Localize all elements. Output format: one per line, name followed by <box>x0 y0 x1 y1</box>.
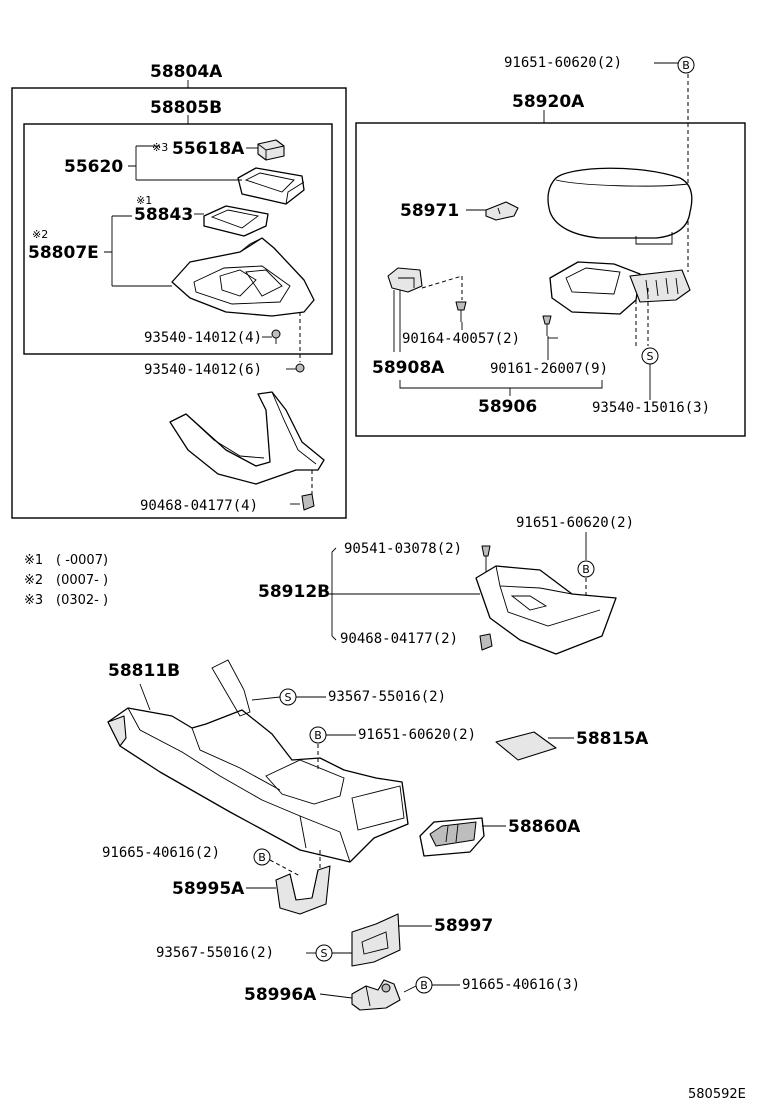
note-3-mark: ※3 <box>24 593 43 608</box>
label-91665-40616-2: 91665-40616(2) <box>102 845 220 861</box>
part-58811B <box>107 659 409 863</box>
diagram-code: 580592E <box>688 1087 746 1102</box>
label-91665-40616-3: 91665-40616(3) <box>462 977 580 993</box>
bolt-mark-b2-text: B <box>582 563 590 576</box>
bolt-mark-b-text: B <box>682 59 690 72</box>
part-58807E <box>171 237 315 317</box>
label-93540-14012-4: 93540-14012(4) <box>144 330 262 346</box>
bolt-mark-b2 <box>577 560 595 578</box>
label-93540-15016-3: 93540-15016(3) <box>592 400 710 416</box>
assembly-box-58804A <box>11 87 347 519</box>
clip-90541-03078 <box>481 545 491 572</box>
assembly-box-58920A <box>355 122 746 437</box>
label-55620: 55620 <box>64 157 123 177</box>
bolt-mark-b5-text: B <box>420 979 428 992</box>
bolt-mark-b4-text: B <box>258 851 266 864</box>
leader-58811B <box>139 683 151 711</box>
label-90468-04177-2: 90468-04177(2) <box>340 631 458 647</box>
note-1-text: ( -0007) <box>56 553 108 568</box>
label-91651-60620-2-c: 91651-60620(2) <box>358 727 476 743</box>
part-trim-panel <box>169 391 325 485</box>
part-58843 <box>203 205 269 237</box>
label-90541-03078-2: 90541-03078(2) <box>344 541 462 557</box>
part-armrest-base <box>549 261 691 315</box>
label-58912B: 58912B <box>258 582 330 602</box>
label-93567-55016-2-b: 93567-55016(2) <box>156 945 274 961</box>
clip-90468-04177-4 <box>301 470 315 511</box>
note-mark-1: ※1 <box>136 194 152 207</box>
screw-mark-s-top-text: S <box>647 350 654 363</box>
bracket-58906 <box>399 380 603 396</box>
leader-55620 <box>128 145 242 181</box>
label-58805B: 58805B <box>150 98 222 118</box>
dashed-latch <box>421 275 463 289</box>
label-58996A: 58996A <box>244 985 317 1005</box>
part-armrest-lid <box>547 167 693 245</box>
label-55618A: 55618A <box>172 139 245 159</box>
screw-mark-s2-text: S <box>285 691 292 704</box>
screw-mark-s3-text: S <box>321 947 328 960</box>
label-58995A: 58995A <box>172 879 245 899</box>
label-58807E: 58807E <box>28 243 99 263</box>
label-90164-40057-2: 90164-40057(2) <box>402 331 520 347</box>
note-1-mark: ※1 <box>24 553 43 568</box>
note-3-text: (0302- ) <box>56 593 108 608</box>
part-58997 <box>351 913 401 967</box>
label-58920A: 58920A <box>512 92 585 112</box>
leader-s2 <box>251 696 281 701</box>
label-58815A: 58815A <box>576 729 649 749</box>
note-mark-3: ※3 <box>152 141 168 154</box>
label-58997: 58997 <box>434 916 493 936</box>
part-58815A <box>495 731 557 761</box>
clip-90468-04177-2 <box>479 633 493 651</box>
screw-93540-14012-6 <box>286 363 305 373</box>
part-58971 <box>485 201 519 221</box>
label-58811B: 58811B <box>108 661 180 681</box>
label-90161-26007-9: 90161-26007(9) <box>490 361 608 377</box>
leader-58996A <box>319 993 353 999</box>
label-58908A: 58908A <box>372 358 445 378</box>
label-90468-04177-4: 90468-04177(4) <box>140 498 258 514</box>
note-2-mark: ※2 <box>24 573 43 588</box>
part-58912B <box>475 565 617 655</box>
leader-58807E <box>104 215 172 287</box>
label-91651-60620-2-a: 91651-60620(2) <box>504 55 622 71</box>
part-58995A <box>275 865 331 915</box>
bolt-mark-b <box>677 56 695 74</box>
assembly-box-58805B <box>23 123 333 355</box>
note-2-text: (0007- ) <box>56 573 108 588</box>
label-58843: 58843 <box>134 205 193 225</box>
part-55618A <box>257 139 285 161</box>
label-58804A: 58804A <box>150 62 223 82</box>
screw-93540-14012-4 <box>271 329 281 344</box>
dashed-ref-91665-a <box>269 859 301 877</box>
label-93567-55016-2-a: 93567-55016(2) <box>328 689 446 705</box>
label-58860A: 58860A <box>508 817 581 837</box>
screw-90164-40057 <box>455 301 467 322</box>
bolt-mark-b4 <box>253 848 271 866</box>
part-55620 <box>237 167 305 205</box>
part-58860A <box>419 817 485 857</box>
label-93540-14012-6: 93540-14012(6) <box>144 362 262 378</box>
bolt-mark-b3-text: B <box>314 729 322 742</box>
label-58906: 58906 <box>478 397 537 417</box>
label-91651-60620-2-b: 91651-60620(2) <box>516 515 634 531</box>
part-58996A <box>351 979 401 1011</box>
screw-90161-26007 <box>542 315 552 336</box>
note-mark-2: ※2 <box>32 228 48 241</box>
part-58908A <box>387 267 423 293</box>
label-58971: 58971 <box>400 201 459 221</box>
leader-b5 <box>403 985 417 993</box>
notes-legend: ※1 ( -0007) ※2 (0007- ) ※3 (0302- ) <box>24 553 108 608</box>
